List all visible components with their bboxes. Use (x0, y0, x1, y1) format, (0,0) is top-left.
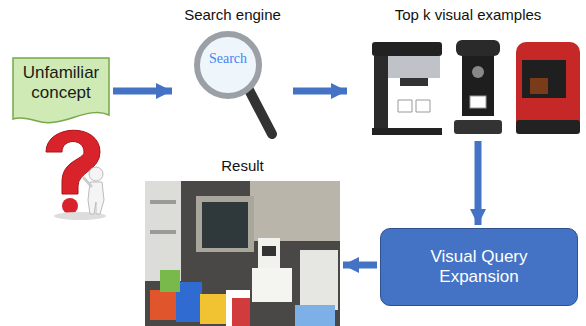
magnifier-icon (197, 34, 272, 134)
heading-label: Search engine (175, 6, 290, 24)
flow-arrow (343, 262, 377, 269)
heading-label: Top k visual examples (350, 6, 586, 24)
flow-arrow (293, 88, 347, 95)
visual-examples-panel: Top k visual examples (350, 6, 586, 138)
search-engine-icon: Search engineSearch (175, 6, 290, 143)
concept-document: Unfamiliar concept (12, 57, 110, 125)
search-word: Search (196, 51, 260, 68)
process-label: Visual Query Expansion (389, 247, 569, 288)
question-figure (46, 130, 106, 220)
concept-label: Unfamiliar concept (16, 63, 106, 104)
heading-label: Result (145, 157, 340, 175)
process-box: Visual Query Expansion (380, 228, 578, 306)
flow-arrow (113, 88, 172, 95)
result-panel: Result (145, 157, 340, 326)
result-photo (145, 181, 340, 326)
flow-arrow (475, 141, 482, 225)
coffee-machine-images (372, 40, 580, 135)
